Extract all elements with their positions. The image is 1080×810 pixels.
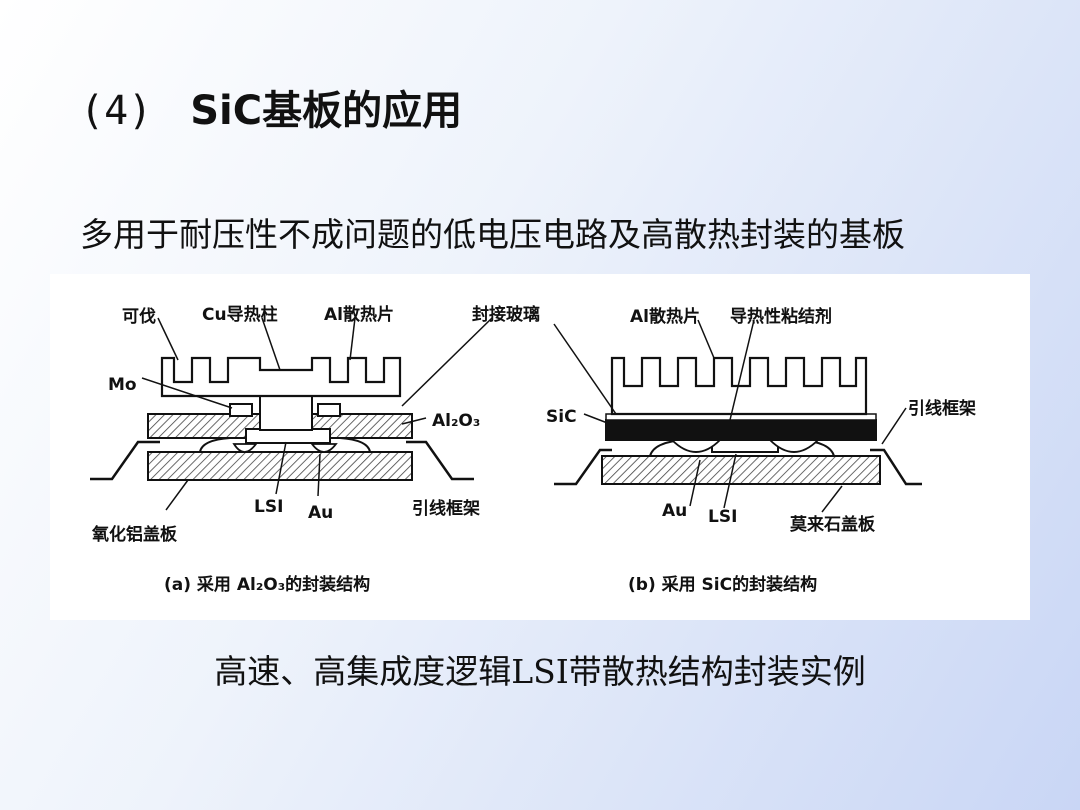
slide-title: (4) SiC基板的应用 [80,78,462,136]
package-diagrams: 可伐 Cu导热柱 Al散热片 封接玻璃 Mo Al₂O₃ LSI Au 引线框架… [90,304,976,595]
package-diagram-figure: 可伐 Cu导热柱 Al散热片 封接玻璃 Mo Al₂O₃ LSI Au 引线框架… [50,274,1030,620]
label-al2o3: Al₂O₃ [432,411,480,431]
label-mullite-lid: 莫来石盖板 [789,514,876,535]
al-fin-b [610,356,868,416]
diagram-a: 可伐 Cu导热柱 Al散热片 封接玻璃 Mo Al₂O₃ LSI Au 引线框架… [90,304,540,595]
label-adhesive: 导热性粘结剂 [730,306,832,327]
leaders-b [553,319,907,513]
lead-frame-a [90,440,160,481]
au-bump-a1 [232,443,258,453]
lead-frame-b-right [870,448,922,486]
mo-plate-left [229,403,253,417]
caption-b: (b) 采用 SiC的封装结构 [628,574,817,595]
leaders-a [141,317,493,511]
lead-frame-a-right [406,440,474,481]
label-au-b: Au [662,501,687,521]
label-kovar: 可伐 [122,306,156,327]
label-lsi-b: LSI [708,507,737,527]
label-al-fin-a: Al散热片 [324,304,394,325]
sic-substrate [605,419,877,441]
mo-plate-right [317,403,341,417]
label-alumina-lid: 氧化铝盖板 [91,524,178,545]
label-sic: SiC [546,407,577,427]
figure-caption: 高速、高集成度逻辑LSI带散热结构封装实例 [214,652,866,691]
label-au-a: Au [308,503,333,523]
label-seal-glass: 封接玻璃 [472,304,540,325]
slide-subtitle: 多用于耐压性不成问题的低电压电路及高散热封装的基板 [80,215,905,254]
lead-frame-b [554,448,612,486]
alumina-lid [147,451,413,481]
diagram-b: Al散热片 导热性粘结剂 SiC 引线框架 Au LSI 莫来石盖板 (b) 采… [546,306,976,595]
au-bump-a2 [310,443,338,453]
label-lead-frame-b: 引线框架 [908,398,976,419]
label-mo: Mo [108,375,137,395]
label-lead-frame-a: 引线框架 [412,498,480,519]
label-lsi-a: LSI [254,497,283,517]
label-cu-post: Cu导热柱 [202,304,278,325]
caption-a: (a) 采用 Al₂O₃的封装结构 [164,574,370,595]
label-al-fin-b: Al散热片 [630,306,700,327]
al-fin-a [160,356,402,398]
mullite-lid [601,455,881,485]
title-number: (4) [80,88,153,134]
title-text: SiC基板的应用 [190,88,463,134]
lsi-chip-a [245,428,331,444]
